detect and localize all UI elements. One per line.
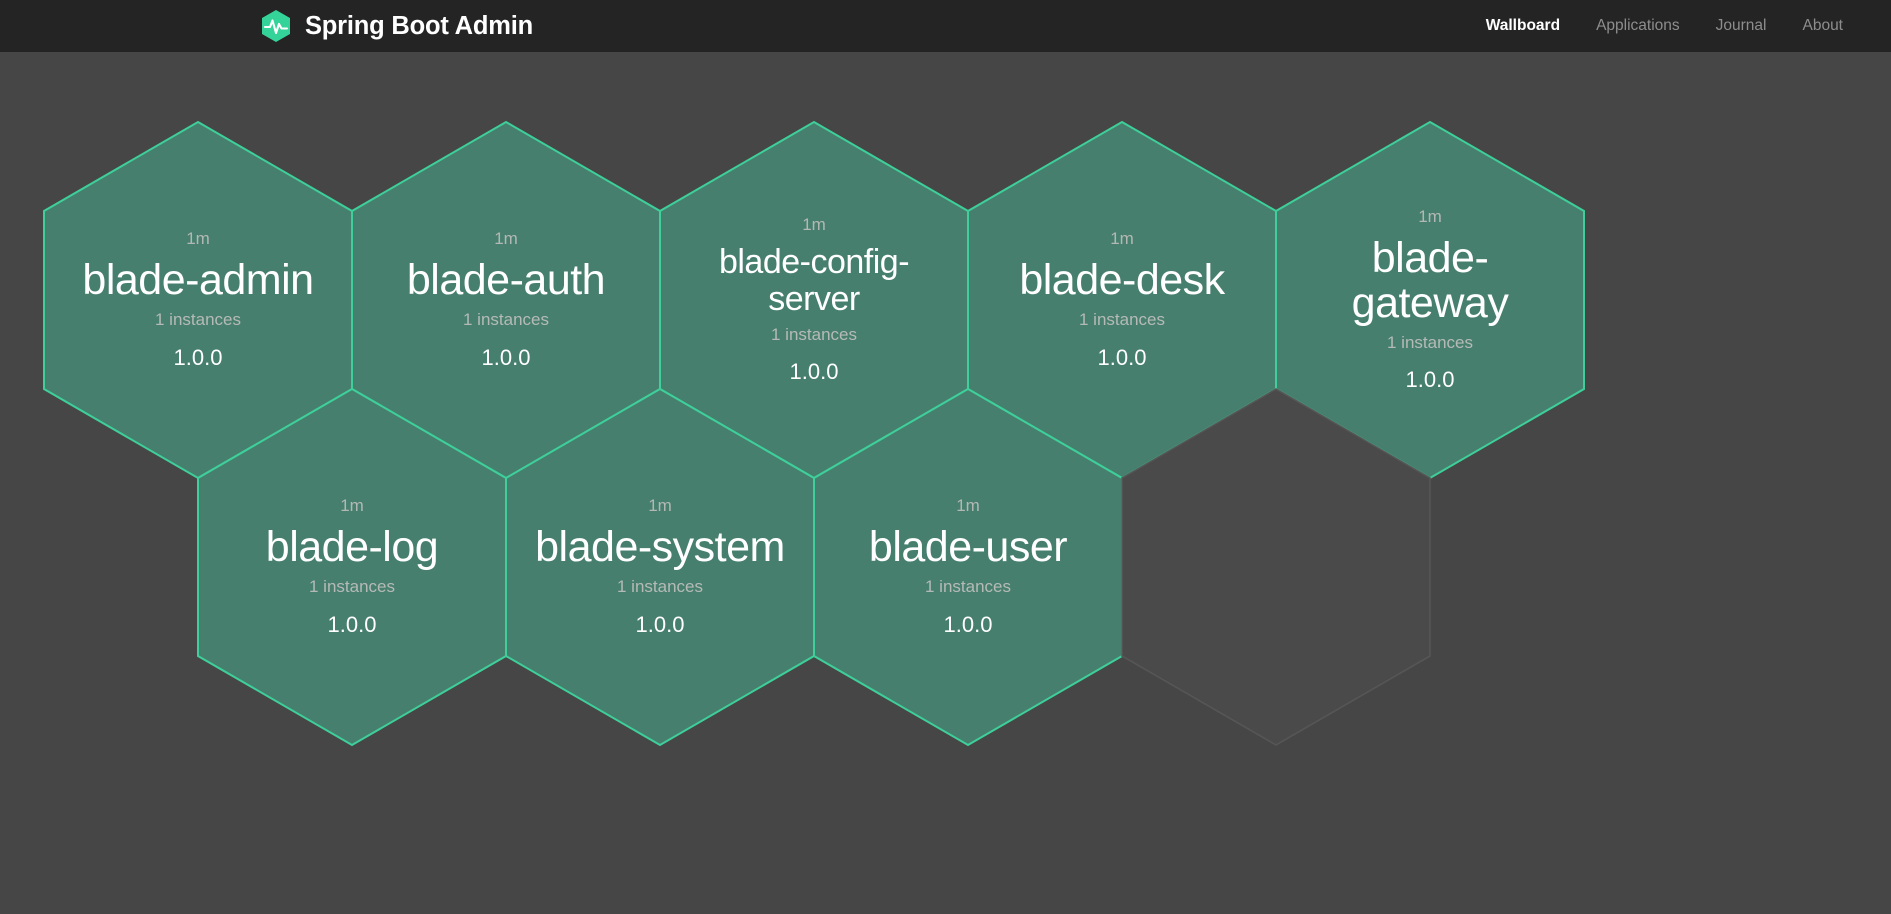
application-version: 1.0.0 (635, 611, 685, 637)
application-version: 1.0.0 (173, 344, 223, 370)
application-hexagon[interactable]: 1m blade-admin 1 instances 1.0.0 (16, 90, 380, 510)
application-name: blade-system (535, 523, 785, 572)
application-version: 1.0.0 (943, 611, 993, 637)
nav-item-journal[interactable]: Journal (1715, 17, 1767, 34)
application-instances: 1 instances (155, 310, 241, 330)
application-hexagon[interactable]: 1m blade-log 1 instances 1.0.0 (170, 357, 534, 777)
empty-hexagon-slot (1094, 357, 1458, 777)
application-hexagon-content: 1m blade-log 1 instances 1.0.0 (170, 357, 534, 777)
application-version: 1.0.0 (327, 611, 377, 637)
application-instances: 1 instances (309, 577, 395, 597)
application-instances: 1 instances (925, 577, 1011, 597)
nav-item-wallboard[interactable]: Wallboard (1485, 17, 1561, 34)
application-hexagon[interactable]: 1m blade-gateway 1 instances 1.0.0 (1248, 90, 1612, 510)
application-hexagon-content: 1m blade-config-server 1 instances 1.0.0 (632, 90, 996, 510)
application-instances: 1 instances (463, 310, 549, 330)
application-instances: 1 instances (771, 324, 857, 344)
application-hexagon[interactable]: 1m blade-user 1 instances 1.0.0 (786, 357, 1150, 777)
application-name: blade-desk (1019, 256, 1225, 305)
application-uptime: 1m (186, 229, 210, 249)
brand-logo-link[interactable]: Spring Boot Admin (258, 8, 533, 44)
application-hexagon-content: 1m blade-desk 1 instances 1.0.0 (940, 90, 1304, 510)
application-name: blade-user (868, 523, 1068, 572)
application-hexagon[interactable]: 1m blade-auth 1 instances 1.0.0 (324, 90, 688, 510)
application-instances: 1 instances (1387, 332, 1473, 352)
application-hexagon-content: 1m blade-auth 1 instances 1.0.0 (324, 90, 688, 510)
application-name: blade-admin (82, 256, 314, 305)
application-instances: 1 instances (617, 577, 703, 597)
application-hexagon[interactable]: 1m blade-system 1 instances 1.0.0 (478, 357, 842, 777)
application-version: 1.0.0 (481, 344, 531, 370)
application-name: blade-gateway (1351, 234, 1509, 327)
top-navbar: Spring Boot Admin Wallboard Applications… (0, 0, 1891, 52)
application-uptime: 1m (1418, 206, 1442, 226)
application-hexagon-grid: 1m blade-admin 1 instances 1.0.0 1m blade-aut… (0, 52, 1891, 914)
hexagon-shape (1121, 388, 1431, 746)
nav-item-about[interactable]: About (1802, 17, 1843, 34)
application-uptime: 1m (494, 229, 518, 249)
nav-links: Wallboard Applications Journal About (1486, 17, 1843, 35)
application-uptime: 1m (956, 496, 980, 516)
application-hexagon-content: 1m blade-system 1 instances 1.0.0 (478, 357, 842, 777)
application-version: 1.0.0 (1097, 344, 1147, 370)
spring-boot-admin-hexagon-pulse-icon (258, 8, 294, 44)
application-hexagon-content: 1m blade-admin 1 instances 1.0.0 (16, 90, 380, 510)
application-name: blade-log (265, 523, 439, 572)
application-version: 1.0.0 (789, 358, 839, 384)
brand-title: Spring Boot Admin (305, 11, 533, 40)
nav-item-applications[interactable]: Applications (1596, 17, 1680, 34)
application-name: blade-auth (406, 256, 606, 305)
application-hexagon-content: 1m blade-user 1 instances 1.0.0 (786, 357, 1150, 777)
application-hexagon[interactable]: 1m blade-desk 1 instances 1.0.0 (940, 90, 1304, 510)
wallboard-panel: 1m blade-admin 1 instances 1.0.0 1m blade-aut… (0, 52, 1891, 914)
application-uptime: 1m (1110, 229, 1134, 249)
application-uptime: 1m (340, 496, 364, 516)
application-instances: 1 instances (1079, 310, 1165, 330)
application-version: 1.0.0 (1405, 366, 1455, 392)
application-uptime: 1m (802, 214, 826, 234)
application-hexagon-content: 1m blade-gateway 1 instances 1.0.0 (1248, 90, 1612, 510)
application-hexagon[interactable]: 1m blade-config-server 1 instances 1.0.0 (632, 90, 996, 510)
application-uptime: 1m (648, 496, 672, 516)
application-name: blade-config-server (718, 243, 910, 318)
